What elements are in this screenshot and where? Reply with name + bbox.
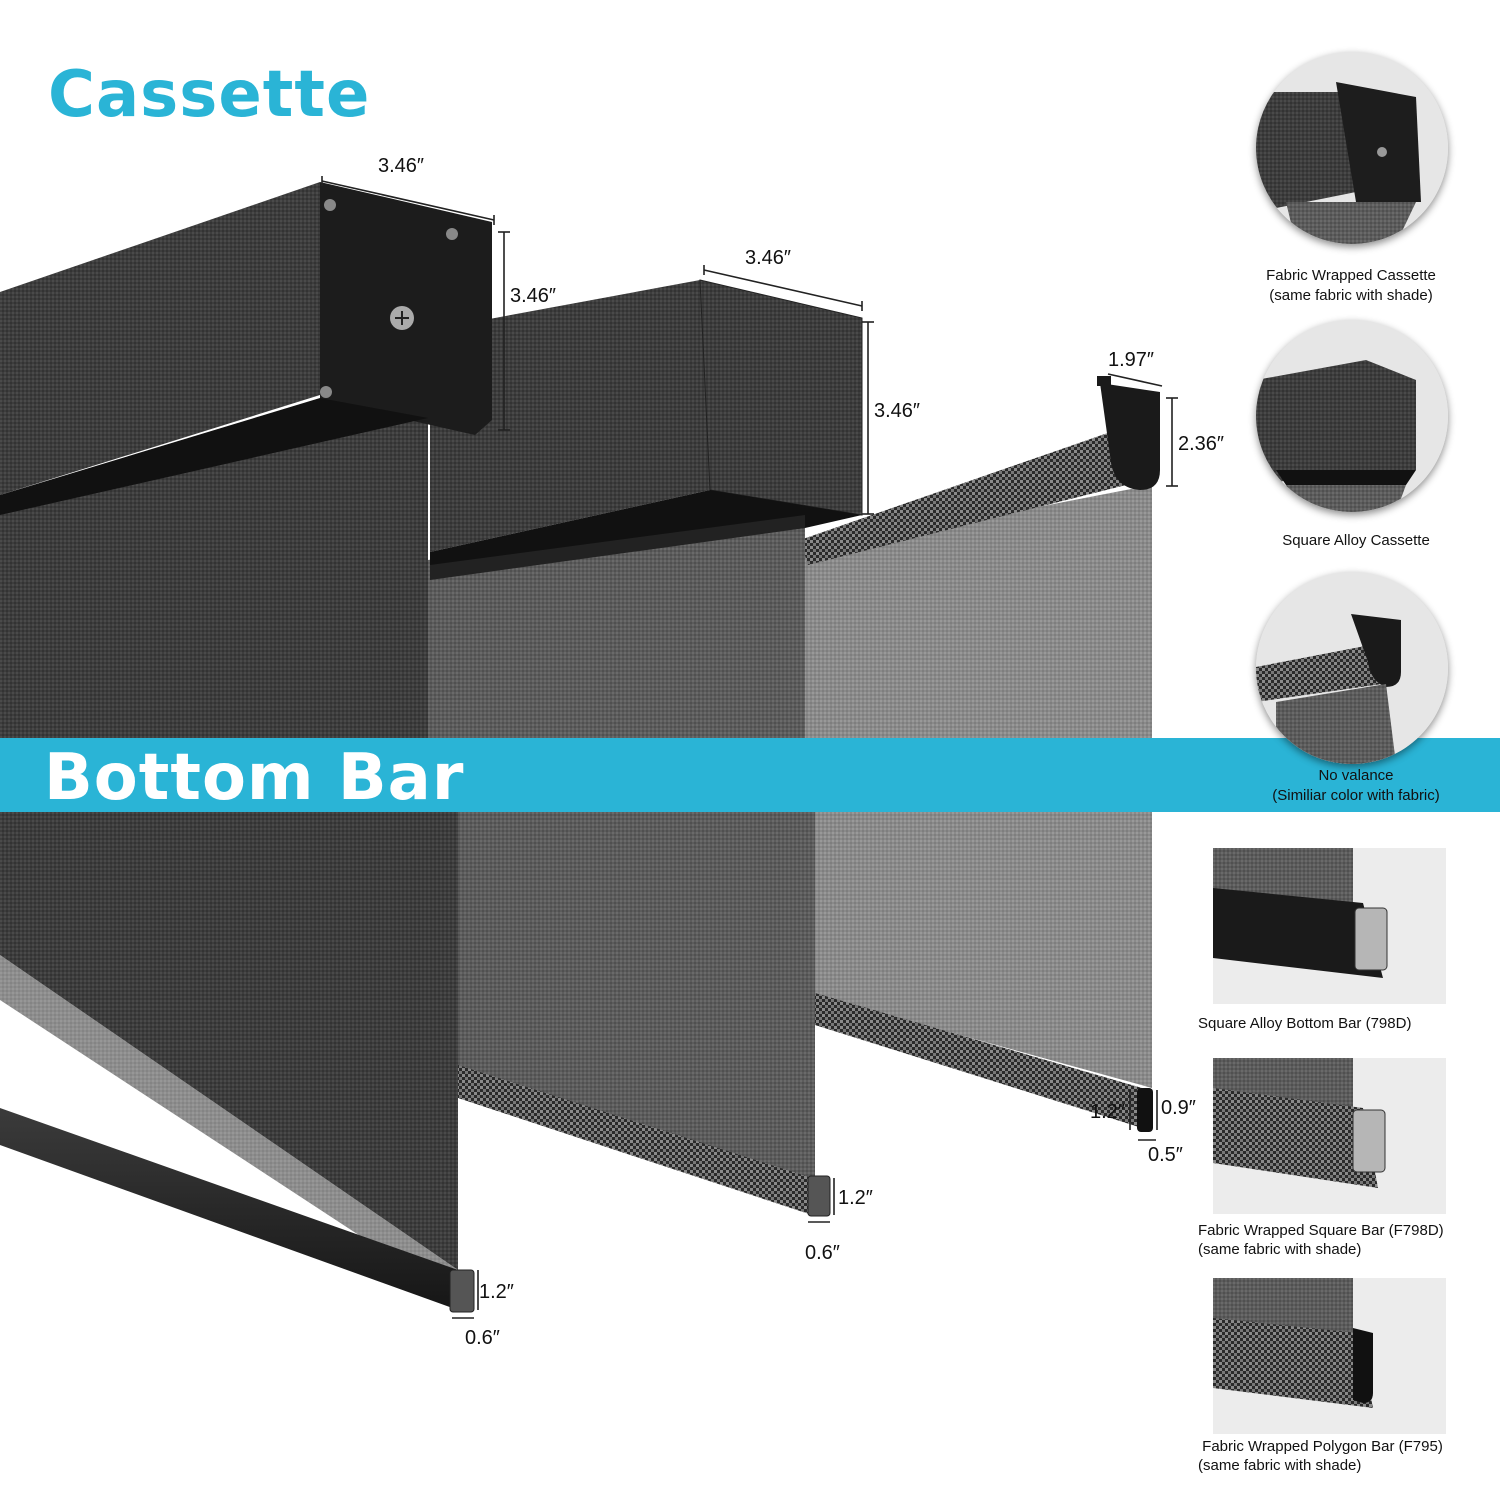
dim-no-valance-width: 1.97″ <box>1108 349 1155 371</box>
square-alloy-bottom-bar-icon <box>1213 848 1446 1004</box>
dim-square-cassette-width: 3.46″ <box>745 247 792 269</box>
dim-left-bar-width: 0.6″ <box>465 1327 500 1349</box>
shade-no-valance <box>800 376 1160 1132</box>
dim-right-bar-height: 0.9″ <box>1161 1097 1196 1119</box>
cassette-heading: Cassette <box>48 58 371 132</box>
dimension-lines <box>321 176 1178 1319</box>
bottom-bar-heading: Bottom Bar <box>44 741 465 815</box>
fabric-wrapped-square-bar-icon <box>1213 1058 1446 1214</box>
no-valance-icon <box>1256 572 1448 764</box>
no-valance-caption: No valance (Similiar color with fabric) <box>1236 766 1476 806</box>
fabric-wrapped-cassette-icon <box>1256 52 1448 244</box>
square-alloy-bottom-bar-caption: Square Alloy Bottom Bar (798D) <box>1198 1014 1411 1033</box>
dim-right-bar-side: 1.2″ <box>1090 1101 1125 1123</box>
shade-square-alloy <box>428 279 863 1217</box>
caption-line: Fabric Wrapped Cassette <box>1266 267 1436 284</box>
caption-line: (Similiar color with fabric) <box>1272 787 1440 804</box>
fabric-wrapped-polygon-bar-icon <box>1213 1278 1446 1434</box>
dim-middle-bar-height: 1.2″ <box>838 1187 873 1209</box>
fabric-wrapped-cassette-caption: Fabric Wrapped Cassette (same fabric wit… <box>1236 266 1466 306</box>
dim-fabric-cassette-width: 3.46″ <box>378 155 425 177</box>
caption-line: (same fabric with shade) <box>1269 287 1433 304</box>
square-alloy-cassette-icon <box>1256 320 1448 512</box>
dim-square-cassette-height: 3.46″ <box>874 400 921 422</box>
bottom-bar-banner <box>0 738 1500 812</box>
dim-fabric-cassette-height: 3.46″ <box>510 285 557 307</box>
dim-no-valance-height: 2.36″ <box>1178 433 1225 455</box>
caption-line: Fabric Wrapped Polygon Bar (F795) <box>1198 1438 1443 1455</box>
fabric-wrapped-polygon-bar-caption: Fabric Wrapped Polygon Bar (F795) (same … <box>1198 1437 1443 1475</box>
caption-line: (same fabric with shade) <box>1198 1457 1362 1474</box>
caption-line: Square Alloy Bottom Bar (798D) <box>1198 1015 1412 1032</box>
dim-right-bar-width: 0.5″ <box>1148 1144 1183 1166</box>
dim-middle-bar-width: 0.6″ <box>805 1242 840 1264</box>
shade-fabric-wrapped <box>0 182 492 1313</box>
dim-left-bar-height: 1.2″ <box>479 1281 514 1303</box>
caption-line: Fabric Wrapped Square Bar (F798D) <box>1198 1222 1444 1239</box>
caption-line: No valance <box>1318 767 1394 784</box>
square-alloy-cassette-caption: Square Alloy Cassette <box>1236 531 1476 551</box>
caption-line: (same fabric with shade) <box>1198 1241 1362 1258</box>
caption-line: Square Alloy Cassette <box>1282 532 1430 549</box>
fabric-wrapped-square-bar-caption: Fabric Wrapped Square Bar (F798D) (same … <box>1198 1221 1444 1259</box>
